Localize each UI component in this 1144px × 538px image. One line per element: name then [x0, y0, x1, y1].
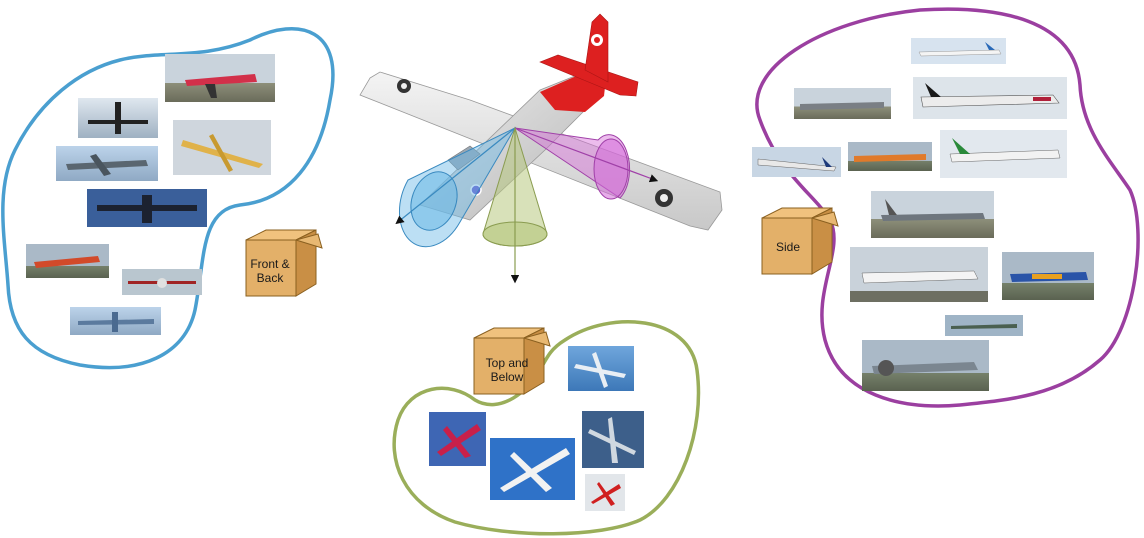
aircraft-photo-thumbnail — [78, 98, 158, 138]
aircraft-photo-thumbnail — [582, 411, 644, 468]
top-below-cluster-outline — [392, 320, 701, 536]
aircraft-photo-thumbnail — [70, 307, 161, 335]
top-below-photos — [429, 346, 644, 511]
aircraft-photo-thumbnail — [862, 340, 989, 391]
front-view-cone — [395, 126, 517, 248]
side-cluster-outline — [755, 7, 1140, 408]
aircraft-photo-thumbnail — [850, 247, 988, 302]
aircraft-photo-thumbnail — [165, 54, 275, 102]
front-back-cluster-outline — [1, 26, 335, 370]
aircraft-photo-thumbnail — [848, 142, 932, 171]
aircraft-photo-thumbnail — [490, 438, 575, 500]
aircraft-photo-thumbnail — [794, 88, 891, 119]
side-view-cone — [514, 127, 659, 200]
aircraft-photo-thumbnail — [429, 412, 486, 466]
aircraft-photo-thumbnail — [913, 77, 1067, 119]
aircraft-photo-thumbnail — [568, 346, 634, 391]
aircraft-photo-thumbnail — [871, 191, 994, 238]
front-back-photos — [26, 54, 275, 335]
front-back-box — [245, 229, 323, 297]
aircraft-photo-thumbnail — [56, 146, 158, 181]
aircraft-photo-thumbnail — [940, 130, 1067, 178]
aircraft-photo-thumbnail — [752, 147, 841, 177]
aircraft-photo-thumbnail — [122, 269, 202, 295]
side-box — [761, 207, 839, 275]
aircraft-photo-thumbnail — [911, 38, 1006, 64]
top-below-box — [473, 327, 551, 395]
aircraft-photo-thumbnail — [26, 244, 109, 278]
aircraft-photo-thumbnail — [173, 120, 271, 175]
aircraft-photo-thumbnail — [1002, 252, 1094, 300]
aircraft-photo-thumbnail — [585, 474, 625, 511]
aircraft-photo-thumbnail — [945, 315, 1023, 336]
side-photos — [752, 38, 1094, 391]
aircraft-photo-thumbnail — [87, 189, 207, 227]
below-view-cone — [482, 126, 548, 284]
